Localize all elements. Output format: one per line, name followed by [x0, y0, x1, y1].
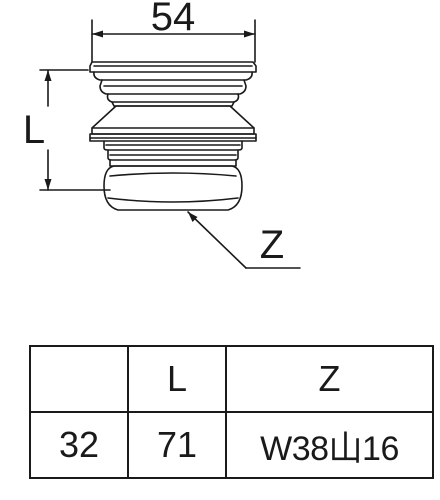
height-dimension	[39, 69, 111, 191]
leader-line	[187, 211, 247, 269]
spigot-rings	[103, 140, 243, 167]
width-label: 54	[151, 0, 196, 39]
thread-leader	[187, 211, 301, 269]
width-arrow-left	[92, 30, 103, 38]
width-arrow-right	[244, 30, 255, 38]
flange-lip	[93, 71, 253, 81]
cell-l: 71	[127, 411, 227, 479]
fitting-drawing-svg: 54 L Z	[23, 0, 301, 269]
spigot-ring-2	[107, 149, 239, 161]
packing-contour-1	[109, 172, 237, 177]
rubber-packing	[103, 165, 243, 211]
flange-plate	[89, 61, 257, 73]
height-arrow-bottom	[44, 179, 52, 190]
spigot-ring-1	[103, 140, 243, 151]
conical-body	[89, 101, 257, 142]
upper-collar	[99, 79, 247, 103]
width-dimension	[91, 19, 256, 63]
spec-table: L Z 32 71 W38山16	[29, 345, 434, 479]
thread-label: Z	[260, 223, 284, 267]
cell-size: 32	[29, 411, 129, 479]
collar-body	[99, 79, 247, 95]
top-flange	[89, 61, 257, 81]
cell-z: W38山16	[225, 411, 434, 479]
packing-contour-2	[107, 197, 239, 203]
fitting-diagram: 54 L Z	[23, 0, 301, 269]
header-l: L	[127, 345, 227, 413]
table-header-row: L Z	[29, 345, 434, 413]
collar-ring	[106, 93, 240, 103]
height-label: L	[23, 108, 45, 152]
header-z: Z	[225, 345, 434, 413]
spigot-ring-3	[109, 159, 237, 167]
cone	[91, 105, 255, 135]
packing-body	[103, 165, 243, 211]
table-row: 32 71 W38山16	[29, 411, 434, 479]
height-arrow-top	[44, 70, 52, 81]
leader-arrow	[188, 212, 198, 222]
header-size	[29, 345, 129, 413]
